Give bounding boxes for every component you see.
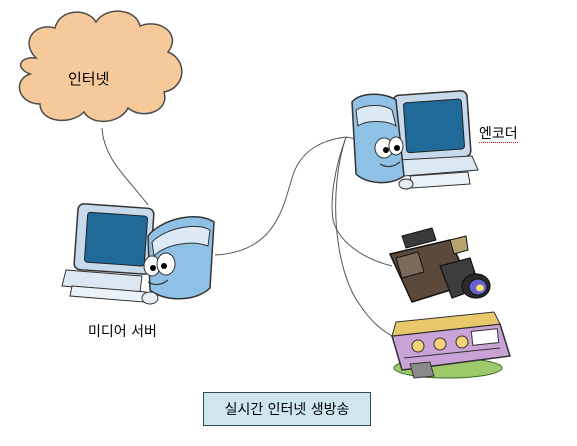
line-hub-to-recorder — [335, 136, 397, 339]
media-server-label: 미디어 서버 — [88, 324, 157, 340]
recorder-device — [391, 311, 511, 379]
connection-lines — [101, 127, 397, 339]
media-server-computer — [61, 203, 215, 305]
encoder-computer — [351, 90, 479, 190]
caption-box: 실시간 인터넷 생방송 — [203, 392, 371, 426]
internet-cloud — [18, 10, 183, 122]
caption-text: 실시간 인터넷 생방송 — [224, 402, 350, 418]
line-cloud-to-server — [101, 127, 149, 206]
internet-label: 인터넷 — [68, 70, 110, 88]
encoder-label-wrap: 엔코더 — [479, 123, 518, 143]
encoder-label: 엔코더 — [479, 126, 518, 143]
cloud-shape — [18, 10, 183, 122]
line-server-to-hub — [214, 136, 347, 256]
line-hub-to-camera — [331, 136, 393, 267]
video-camera — [388, 227, 491, 303]
